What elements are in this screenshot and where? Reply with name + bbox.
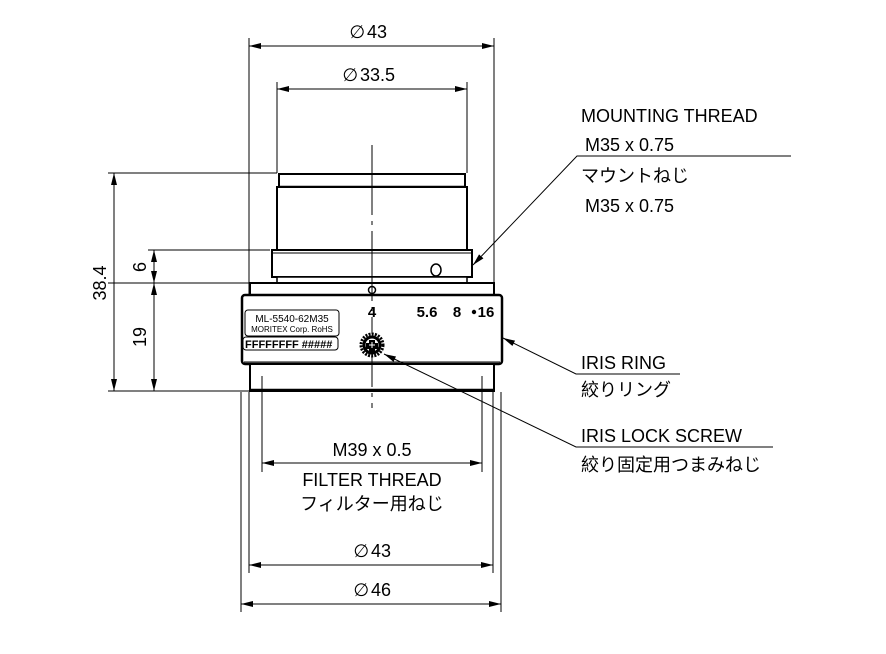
leader-line [472,155,791,266]
dim-body-height: 19 [130,327,150,347]
iris-lock-screw [359,332,385,358]
f-number-scale: 4 5.6 8 16 [368,304,495,321]
filter-thread-title: FILTER THREAD [302,470,441,490]
dim-bottom-outer: ∅ 46 [353,580,391,600]
callouts: MOUNTING THREAD M35 x 0.75 マウントねじ M35 x … [383,106,791,475]
dim-total-height: 38.4 [90,265,110,300]
dim-top-inner: ∅ 33.5 [342,65,395,85]
f-number-16: 16 [478,304,495,321]
iris-lock-screw-title-jp: 絞り固定用つまみねじ [581,455,761,475]
dimension-lines [111,43,501,607]
dim-top-outer: ∅ 43 [349,22,387,42]
leader-line [383,353,773,448]
callout-mounting-thread: MOUNTING THREAD M35 x 0.75 マウントねじ M35 x … [472,106,791,266]
iris-lock-screw-title: IRIS LOCK SCREW [581,426,742,446]
f-number-4: 4 [368,304,377,321]
mounting-thread-spec-jp: M35 x 0.75 [585,196,674,216]
callout-iris-ring: IRIS RING 絞りリング [502,337,680,400]
iris-ring-title-jp: 絞りリング [581,380,671,400]
f-number-5-6: 5.6 [417,304,438,321]
dim-value: 43 [371,541,391,561]
model-label-plate [244,309,340,337]
dim-filter-thread: M39 x 0.5 [332,440,411,460]
mounting-thread-title-jp: マウントねじ [581,166,689,186]
iris-ring-title: IRIS RING [581,353,666,373]
leader-line [502,337,680,375]
dim-value: 33.5 [360,65,395,85]
dim-value: 43 [367,22,387,42]
serial-plate [242,336,339,351]
model-number: ML-5540-62M35 [255,314,329,325]
filter-thread-title-jp: フィルター用ねじ [300,494,444,514]
extension-lines [108,38,502,612]
lens-body: ML-5540-62M35 MORITEX Corp. RoHS FFFFFFF… [240,145,504,408]
mounting-thread-title: MOUNTING THREAD [581,106,758,126]
diameter-symbol: ∅ [353,580,369,600]
dim-value: 46 [371,580,391,600]
mounting-thread-spec: M35 x 0.75 [585,135,674,155]
diameter-symbol: ∅ [349,22,365,42]
serial-number: FFFFFFFF ##### [245,339,332,351]
mount-pin-hole [430,263,442,277]
dim-mount-height: 6 [130,262,150,272]
diameter-symbol: ∅ [353,541,369,561]
f-number-dot [471,309,477,315]
callout-iris-lock-screw: IRIS LOCK SCREW 絞り固定用つまみねじ [383,353,773,475]
dimension-labels: ∅ 43 ∅ 33.5 38.4 6 19 M39 x 0.5 FILTER T… [90,22,444,600]
manufacturer-label: MORITEX Corp. RoHS [251,325,333,334]
dim-bottom-inner: ∅ 43 [353,541,391,561]
f-number-8: 8 [453,304,461,321]
diameter-symbol: ∅ [342,65,358,85]
